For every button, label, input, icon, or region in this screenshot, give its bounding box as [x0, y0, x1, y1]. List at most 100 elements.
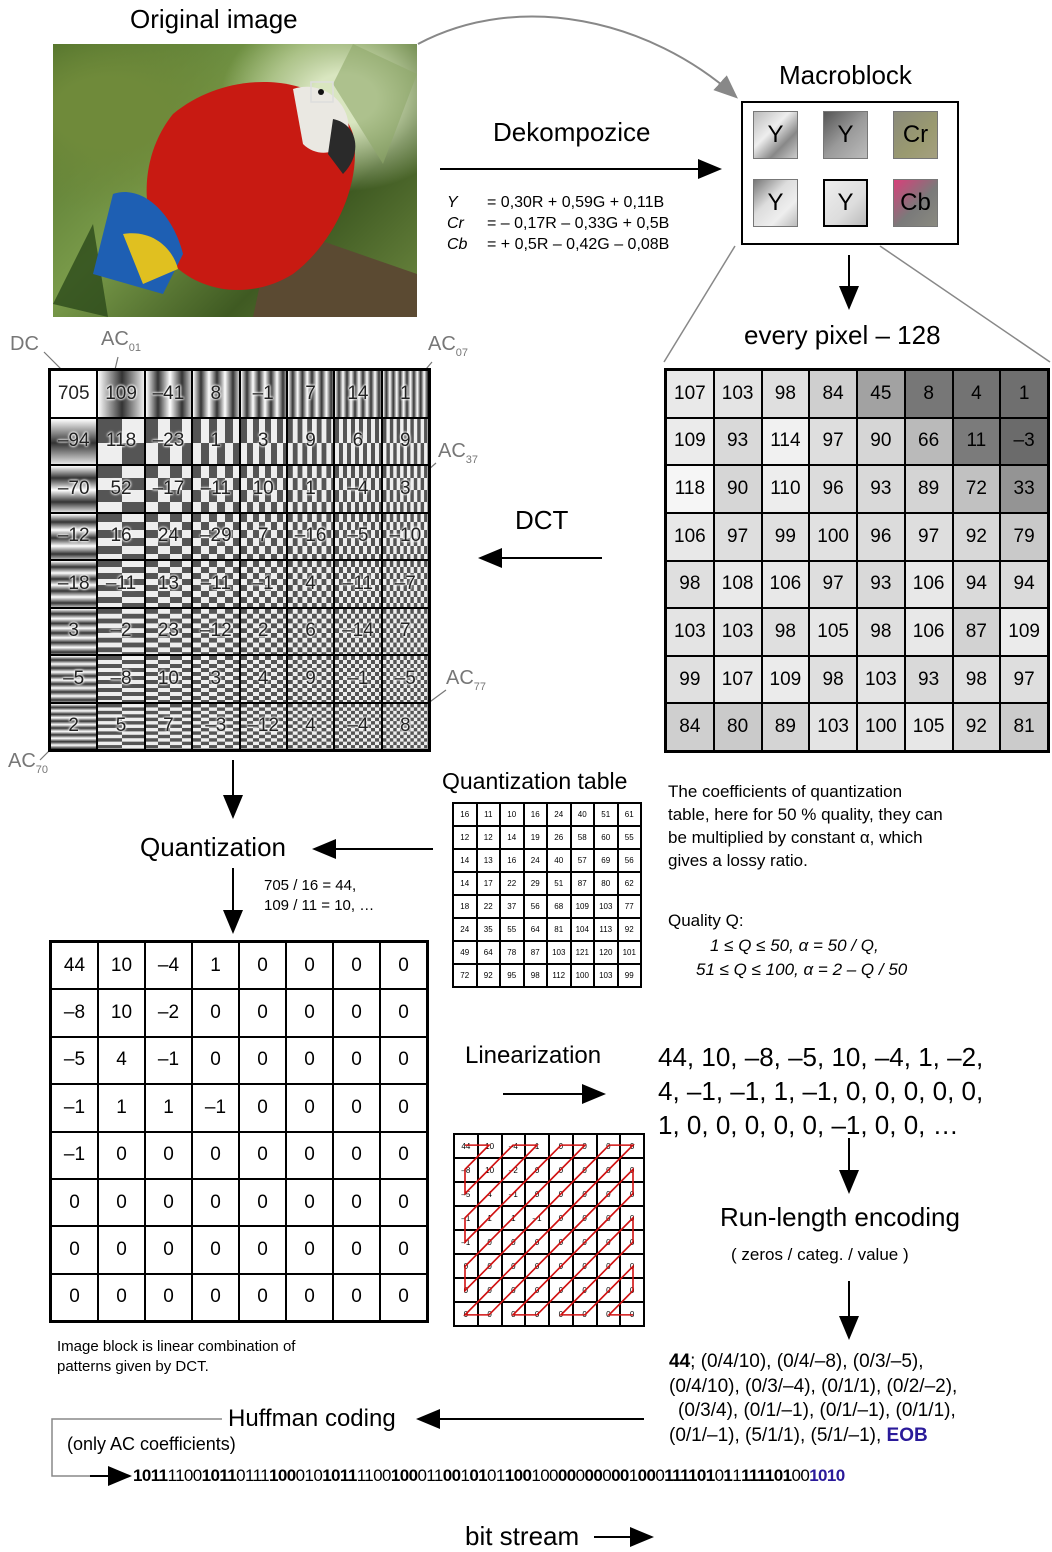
quant-example-1: 705 / 16 = 44, — [264, 876, 356, 896]
pixel-cell: 98 — [762, 608, 810, 656]
ac-label-text: AC — [446, 667, 474, 689]
quantized-cell: 0 — [286, 1037, 333, 1084]
quant-table-cell: 92 — [618, 918, 642, 941]
image-block-note-2: patterns given by DCT. — [57, 1357, 209, 1377]
equation-lhs: Cr — [447, 213, 487, 234]
linear-sequence: 44, 10, –8, –5, 10, –4, 1, –2, 4, –1, –1… — [658, 1040, 983, 1142]
dct-coefficient-cell: 3 — [240, 418, 287, 466]
quant-table-cell: 69 — [594, 849, 618, 872]
quantized-cell: 0 — [333, 1084, 380, 1131]
pixel-cell: 98 — [809, 656, 857, 704]
quantized-cell: 0 — [51, 1179, 98, 1226]
quant-table-cell: 58 — [571, 826, 595, 849]
pixel-cell: 87 — [953, 608, 1001, 656]
only-ac-label: (only AC coefficients) — [67, 1433, 236, 1456]
pixel-cell: 109 — [762, 656, 810, 704]
dct-coefficient-cell: –23 — [145, 418, 192, 466]
quantized-cell: 0 — [380, 989, 427, 1036]
ac-label-text: AC — [8, 750, 36, 772]
dct-coefficient-cell: –12 — [192, 608, 239, 656]
quality-title: Quality Q: — [668, 909, 744, 932]
quant-table-cell: 18 — [453, 895, 477, 918]
dct-coefficient-cell: 7 — [287, 370, 334, 418]
pixel-cell: 94 — [1000, 561, 1048, 609]
rle-dc-value: 44 — [669, 1351, 690, 1372]
dct-matrix: 705109–418–17141–94118–2313969–7052–17–1… — [48, 368, 431, 752]
dct-coefficient-cell: 8 — [382, 703, 429, 751]
bit-segment: 010 — [296, 1466, 323, 1485]
pixel-cell: 114 — [762, 418, 810, 466]
quant-table-cell: 103 — [594, 895, 618, 918]
quality-rule-2: 51 ≤ Q ≤ 100, α = 2 – Q / 50 — [696, 958, 907, 981]
quantized-cell: 0 — [380, 942, 427, 989]
quant-table-cell: 35 — [477, 918, 501, 941]
quantized-cell: 0 — [333, 1132, 380, 1179]
dct-coefficient-cell: –14 — [334, 608, 381, 656]
dct-coefficient-cell: –5 — [334, 513, 381, 561]
pixel-cell: 99 — [666, 656, 714, 704]
dct-coefficient-cell: 6 — [334, 418, 381, 466]
quant-table-cell: 112 — [547, 964, 571, 987]
linear-sequence-line: 1, 0, 0, 0, 0, 0, –1, 0, 0, … — [658, 1108, 983, 1142]
pixel-cell: 79 — [1000, 513, 1048, 561]
quantized-cell: –1 — [192, 1084, 239, 1131]
quantized-cell: 0 — [380, 1179, 427, 1226]
pixel-cell: 103 — [714, 370, 762, 418]
quantized-cell: 0 — [239, 989, 286, 1036]
quant-example-2: 109 / 11 = 10, … — [264, 896, 374, 916]
quant-table-cell: 103 — [547, 941, 571, 964]
dc-label: DC — [10, 333, 39, 356]
dct-coefficient-cell: 3 — [50, 608, 97, 656]
dct-coefficient-cell: –16 — [287, 513, 334, 561]
bit-segment: 1011 — [202, 1466, 236, 1485]
bit-segment: 1100 — [167, 1466, 201, 1485]
quantized-cell: 0 — [239, 1132, 286, 1179]
dct-coefficient-cell: 24 — [145, 513, 192, 561]
quantized-cell: 0 — [380, 1132, 427, 1179]
quantized-cell: 10 — [98, 942, 145, 989]
quantized-cell: –1 — [51, 1084, 98, 1131]
quantized-cell: 0 — [98, 1226, 145, 1273]
quantized-cell: 0 — [145, 1226, 192, 1273]
pixel-cell: 72 — [953, 465, 1001, 513]
quantized-cell: 0 — [51, 1226, 98, 1273]
quantized-cell: 0 — [286, 942, 333, 989]
quant-table-cell: 51 — [594, 803, 618, 826]
pixel-matrix: 1071039884458411099311497906611–31189011… — [664, 368, 1050, 753]
pixel-cell: 106 — [905, 561, 953, 609]
pixel-cell: 8 — [905, 370, 953, 418]
quant-table-cell: 40 — [547, 849, 571, 872]
quant-table-cell: 24 — [453, 918, 477, 941]
bit-segment: 1011 — [133, 1466, 167, 1485]
bit-segment: 100 — [531, 1466, 558, 1485]
quantized-cell: 0 — [333, 989, 380, 1036]
quantized-cell: 0 — [333, 1226, 380, 1273]
quant-table-cell: 55 — [618, 826, 642, 849]
zigzag-path — [453, 1133, 645, 1327]
quantized-cell: 0 — [192, 1132, 239, 1179]
dct-coefficient-cell: –12 — [50, 513, 97, 561]
dct-coefficient-cell: 1 — [192, 418, 239, 466]
pixel-cell: 93 — [714, 418, 762, 466]
equation-cr: Cr= – 0,17R – 0,33G + 0,5B — [447, 213, 669, 234]
image-block-note-1: Image block is linear combination of — [57, 1337, 295, 1357]
pixel-cell: –3 — [1000, 418, 1048, 466]
pixel-cell: 99 — [762, 513, 810, 561]
quant-table-cell: 56 — [524, 895, 548, 918]
dct-coefficient-cell: –8 — [97, 655, 144, 703]
decomposition-label: Dekompozice — [493, 117, 651, 148]
quant-table-cell: 11 — [477, 803, 501, 826]
quant-table-cell: 64 — [477, 941, 501, 964]
dct-coefficient-cell: –70 — [50, 465, 97, 513]
pixel-cell: 84 — [666, 703, 714, 751]
pixel-cell: 107 — [666, 370, 714, 418]
dct-coefficient-cell: 10 — [240, 465, 287, 513]
pixel-cell: 108 — [714, 561, 762, 609]
ac70-label: AC70 — [8, 750, 48, 776]
quant-table-cell: 113 — [594, 918, 618, 941]
pixel-cell: 89 — [762, 703, 810, 751]
quant-table-cell: 77 — [618, 895, 642, 918]
quant-table-cell: 87 — [571, 872, 595, 895]
quant-table-cell: 22 — [500, 872, 524, 895]
bit-segment: 1011 — [322, 1466, 356, 1485]
